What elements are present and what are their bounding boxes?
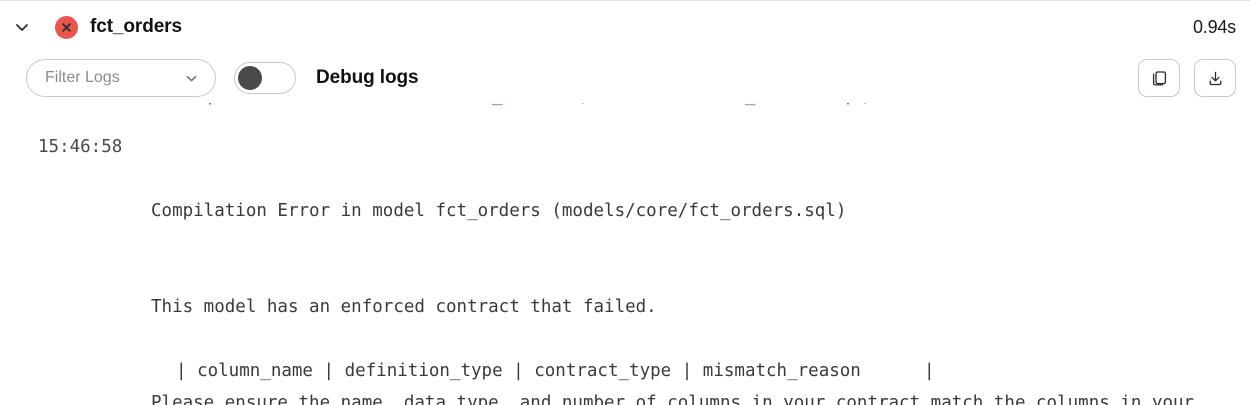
page-title: fct_orders <box>90 16 182 37</box>
debug-logs-toggle[interactable] <box>234 62 296 94</box>
chevron-down-icon <box>13 18 31 36</box>
collapse-toggle-button[interactable] <box>8 13 36 41</box>
error-x-icon <box>60 21 73 34</box>
log-toolbar: Filter Logs Debug logs <box>0 53 1250 103</box>
filter-logs-select[interactable]: Filter Logs <box>26 59 216 97</box>
contract-mismatch-table: | column_name | definition_type | contra… <box>176 291 945 405</box>
chevron-down-icon <box>184 71 199 86</box>
download-logs-button[interactable] <box>1194 59 1236 97</box>
filter-logs-value: Filter Logs <box>45 69 120 86</box>
status-badge <box>55 15 78 39</box>
log-panel-header: fct_orders 0.94s <box>0 1 1250 53</box>
download-icon <box>1206 69 1225 88</box>
log-message-line: Compilation Error in model fct_orders (m… <box>151 201 847 221</box>
log-message: Compilation Error in model fct_orders (m… <box>151 131 1236 405</box>
table-header-row: | column_name | definition_type | contra… <box>176 361 935 381</box>
copy-logs-button[interactable] <box>1138 59 1180 97</box>
clipped-previous-line: Compilation Error in model fct_orders (m… <box>0 103 1250 112</box>
run-duration: 0.94s <box>1192 16 1236 37</box>
log-output[interactable]: Compilation Error in model fct_orders (m… <box>0 103 1250 405</box>
copy-icon <box>1150 69 1169 88</box>
log-message-line: Please ensure the name, data_type, and n… <box>151 393 1195 405</box>
log-timestamp: 15:46:58 <box>38 137 123 157</box>
toggle-knob <box>238 66 262 90</box>
debug-logs-label: Debug logs <box>316 67 419 88</box>
log-message-line: This model has an enforced contract that… <box>151 297 657 317</box>
